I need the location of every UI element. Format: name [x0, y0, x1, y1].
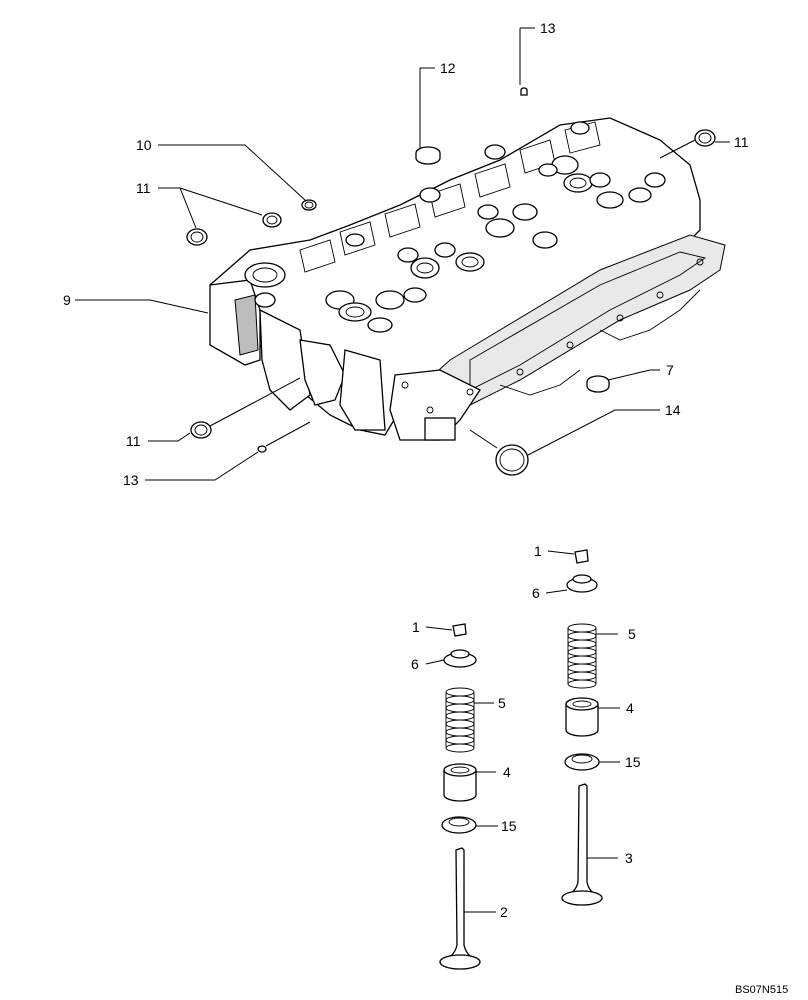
callout-5-right: 5	[628, 626, 636, 642]
dowel-pin-13-bottom	[257, 445, 267, 453]
callout-7: 7	[666, 362, 674, 378]
plug-11-bottom	[190, 421, 212, 439]
callout-1-left: 1	[412, 619, 420, 635]
callout-2: 2	[500, 904, 508, 920]
callout-labels: 13 12 10 11 11 9 11 13 7 14 1 6 5 4 15 2…	[63, 20, 788, 996]
drawing-code: BS07N515	[735, 984, 788, 996]
callout-15-right: 15	[625, 754, 641, 770]
callout-6-right: 6	[532, 585, 540, 601]
valve-set-left	[439, 623, 481, 970]
intake-valve-3	[561, 783, 603, 906]
callout-4-left: 4	[503, 764, 511, 780]
valve-spring-left	[445, 687, 475, 753]
callout-10: 10	[136, 137, 152, 153]
valve-stem-seal-right	[565, 697, 599, 737]
valve-stem-seal-left	[443, 763, 477, 802]
callout-5-left: 5	[498, 695, 506, 711]
plug-11-right	[694, 129, 716, 147]
exhaust-valve-2	[439, 847, 481, 970]
callout-4-right: 4	[626, 700, 634, 716]
spring-retainer-right	[566, 574, 598, 593]
valve-spring-right	[567, 623, 597, 689]
valve-set-right	[561, 549, 603, 906]
dowel-pin-13-top	[520, 87, 528, 96]
callout-11-right: 11	[734, 134, 749, 150]
callout-15-left: 15	[501, 818, 517, 834]
callout-13-top: 13	[540, 20, 556, 36]
valve-keeper-right	[574, 549, 589, 564]
callout-12: 12	[440, 60, 456, 76]
callout-14: 14	[665, 402, 681, 418]
callout-13-bottom: 13	[123, 472, 139, 488]
cup-plug-12	[415, 146, 441, 165]
plug-14	[495, 444, 529, 476]
callout-9: 9	[63, 292, 71, 308]
plug-7	[586, 375, 610, 393]
cylinder-head	[209, 117, 726, 441]
plug-11-left-a	[186, 228, 208, 246]
plug-11-left-b	[262, 212, 282, 228]
callout-1-right: 1	[534, 543, 542, 559]
seal-10	[301, 199, 317, 211]
valve-keeper-left	[452, 623, 467, 637]
valve-seat-left	[441, 816, 477, 834]
callout-11-left: 11	[136, 180, 151, 196]
callout-6-left: 6	[411, 656, 419, 672]
valve-seat-right	[564, 753, 600, 771]
leader-lines	[75, 27, 730, 913]
spring-retainer-left	[443, 649, 477, 668]
callout-11-bottom: 11	[126, 433, 141, 449]
callout-3: 3	[625, 850, 633, 866]
